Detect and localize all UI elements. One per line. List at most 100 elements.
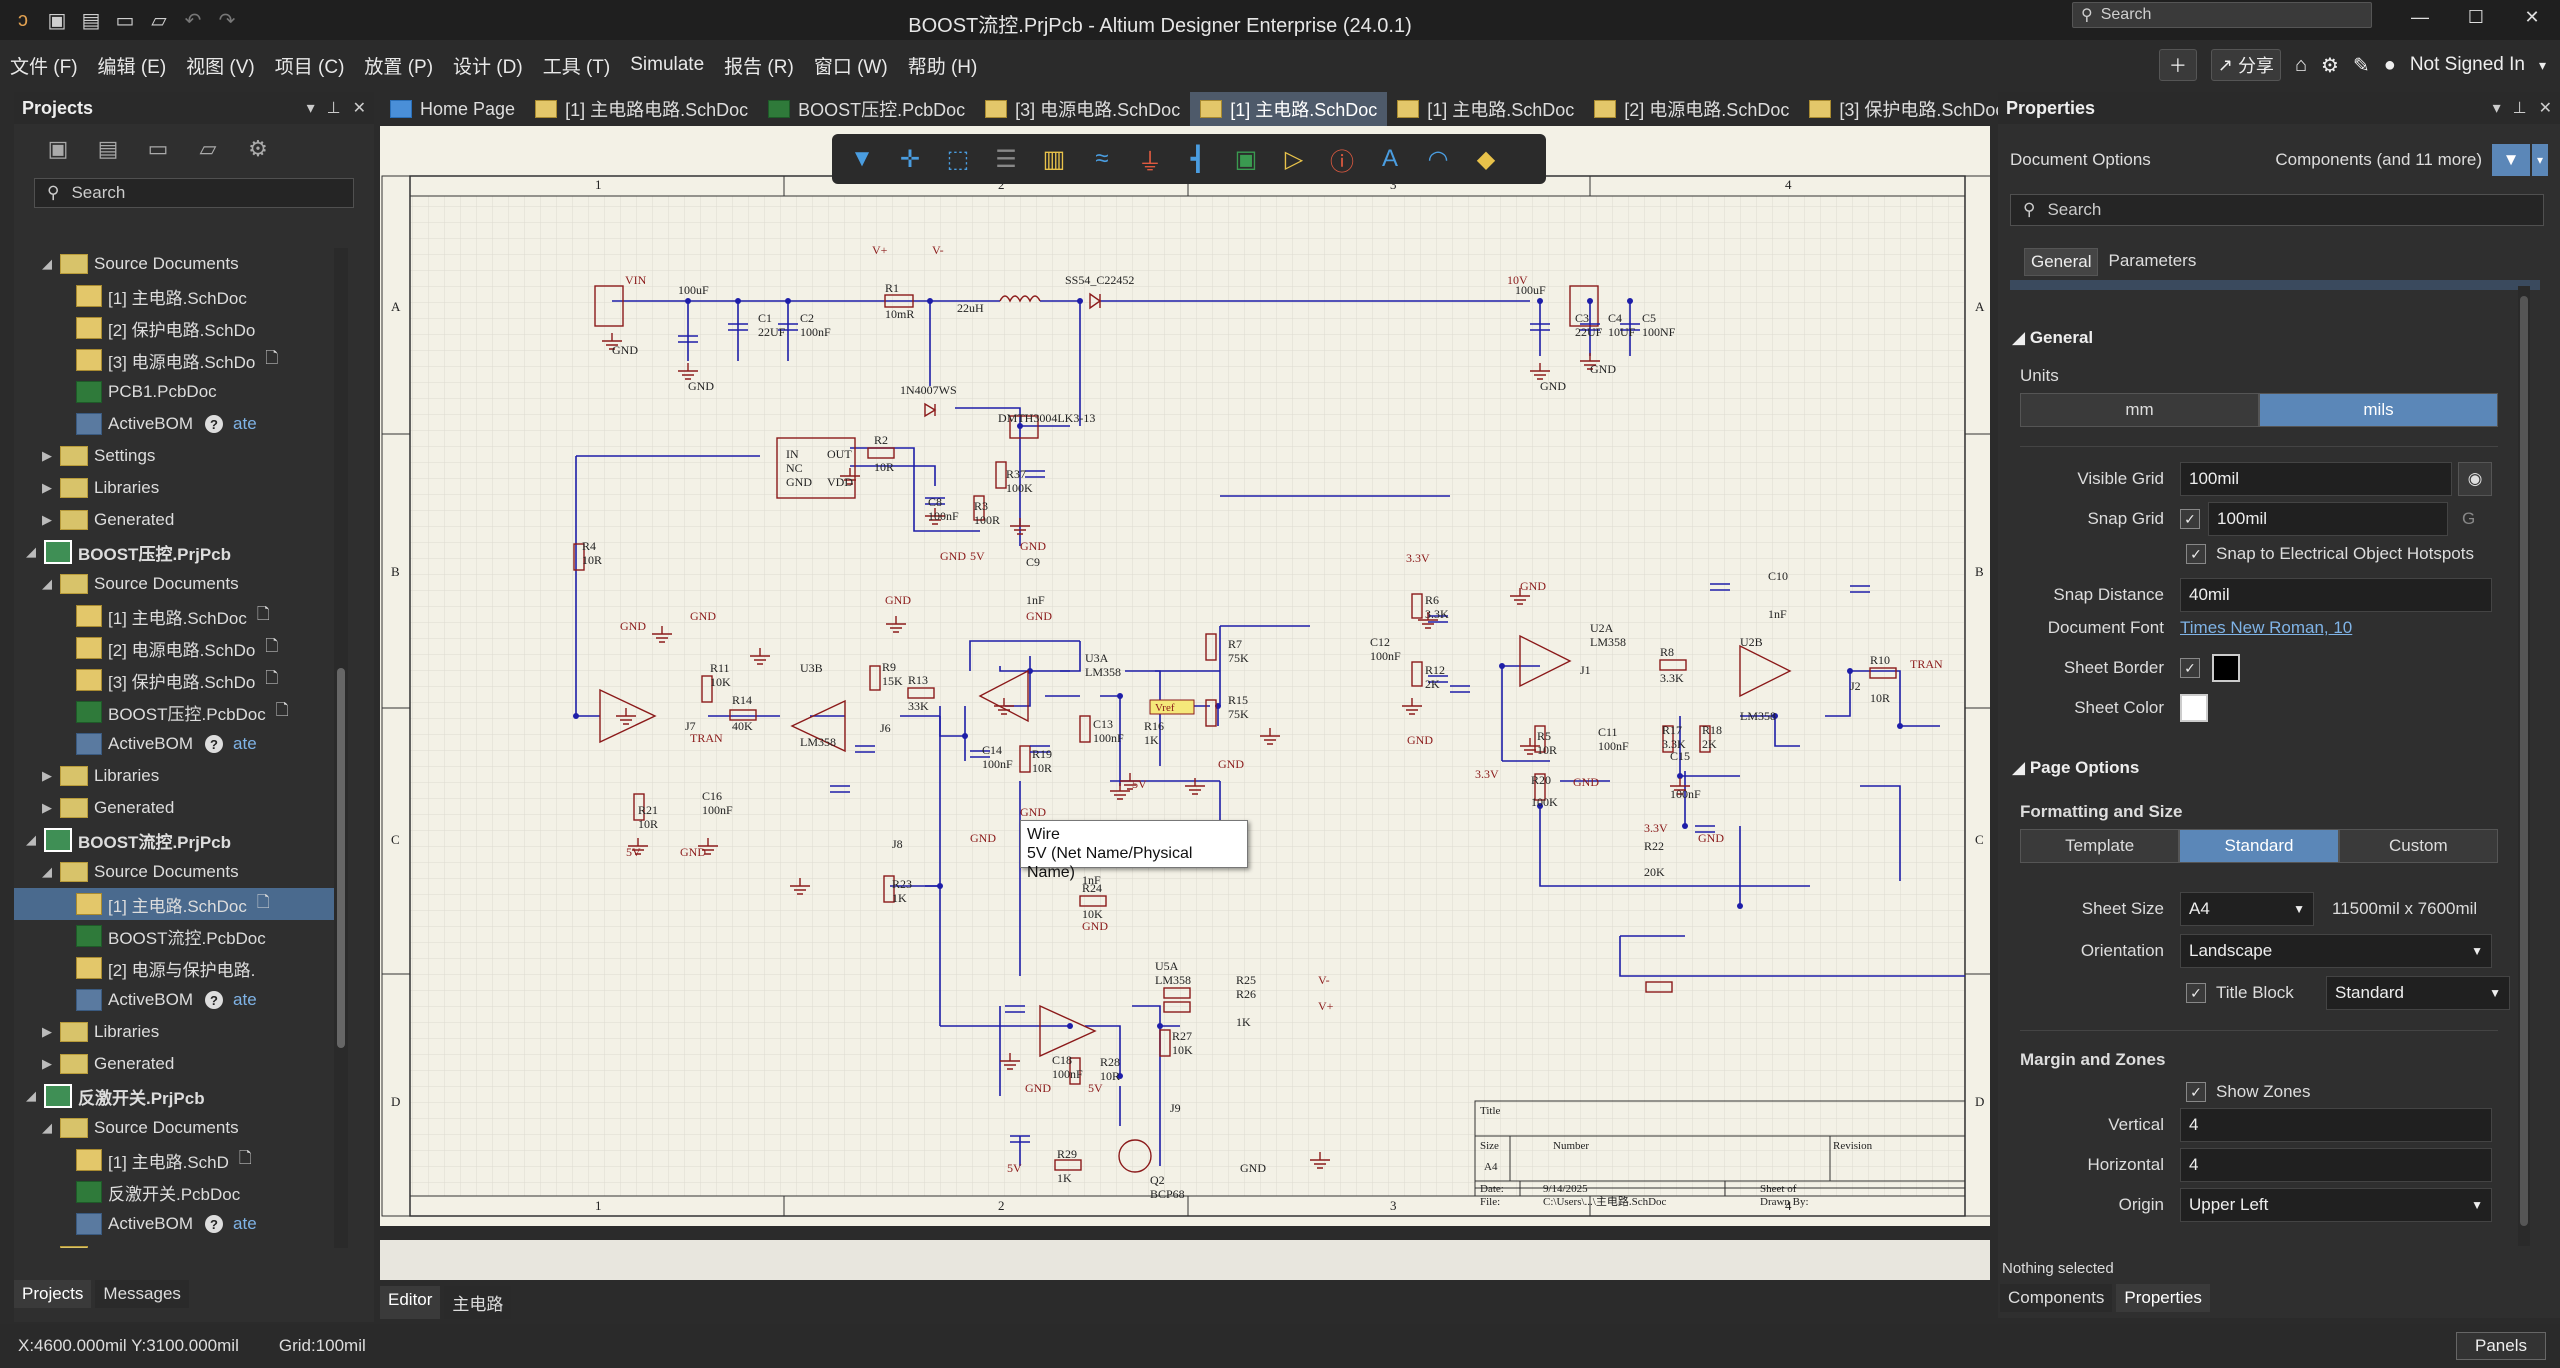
- schematic-label-r14v[interactable]: 40K: [732, 719, 753, 733]
- schematic-label-r22[interactable]: R22: [1644, 839, 1664, 853]
- document-tab[interactable]: [1] 主电路.SchDoc: [1387, 92, 1584, 126]
- schematic-label-lm358[interactable]: LM358: [1740, 709, 1776, 723]
- schematic-label-vin[interactable]: VIN: [625, 273, 647, 287]
- schematic-label-r7[interactable]: R7: [1228, 637, 1242, 651]
- document-tab[interactable]: Home Page: [380, 92, 525, 126]
- menu-item[interactable]: Simulate: [630, 54, 705, 75]
- user-dropdown-icon[interactable]: ▾: [2538, 56, 2546, 73]
- schematic-label-r23[interactable]: R23: [892, 877, 912, 891]
- panel-close-icon[interactable]: ✕: [2538, 100, 2552, 117]
- filter-button[interactable]: ▼: [2492, 144, 2530, 176]
- tree-item[interactable]: ▶Libraries: [14, 760, 334, 792]
- tree-item[interactable]: ▶Libraries: [14, 1016, 334, 1048]
- schematic-label-r28v[interactable]: 10R: [1100, 1069, 1120, 1083]
- home-icon[interactable]: ⌂: [2294, 53, 2308, 76]
- tree-item[interactable]: ◢Source Documents: [14, 856, 334, 888]
- menu-item[interactable]: 编辑 (E): [97, 56, 167, 78]
- schematic-label-r10[interactable]: R10: [1870, 653, 1890, 667]
- menu-item[interactable]: 设计 (D): [453, 56, 523, 78]
- capacitor-symbol[interactable]: [1005, 1005, 1025, 1013]
- capacitor-symbol[interactable]: [1695, 825, 1715, 833]
- ground-symbol[interactable]: [698, 838, 718, 855]
- panel-menu-icon[interactable]: ▾: [2492, 100, 2501, 117]
- undo-icon[interactable]: ↶: [184, 9, 202, 32]
- schematic-label-drv_out[interactable]: OUT: [827, 447, 852, 461]
- schematic-label-r11v[interactable]: 10K: [710, 675, 731, 689]
- filter-dropdown-icon[interactable]: ▾: [2532, 144, 2548, 176]
- schematic-label-r37[interactable]: R37: [1006, 467, 1026, 481]
- collapse-icon[interactable]: ◢: [2012, 758, 2026, 777]
- ground-symbol[interactable]: [994, 698, 1014, 715]
- save-project-icon[interactable]: ▣: [47, 136, 69, 161]
- title-block-checkbox[interactable]: ✓: [2186, 983, 2206, 1003]
- share-button[interactable]: ↗ 分享: [2210, 49, 2281, 81]
- schematic-label-v5[interactable]: 5V: [970, 549, 985, 563]
- ground-symbol[interactable]: [886, 616, 906, 633]
- help-icon[interactable]: ?: [205, 415, 224, 433]
- formatting-toggle[interactable]: Template Standard Custom: [2020, 829, 2498, 863]
- vref-netlabel[interactable]: Vref: [1155, 702, 1175, 714]
- tree-item[interactable]: [1] 主电路.SchD🗋: [14, 1144, 334, 1176]
- schematic-label-gnd[interactable]: GND: [1573, 775, 1599, 789]
- document-font-link[interactable]: Times New Roman, 10: [2180, 618, 2353, 637]
- save-icon[interactable]: ▣: [47, 9, 67, 32]
- ground-symbol[interactable]: [1310, 1152, 1330, 1169]
- capacitor-symbol[interactable]: [778, 323, 798, 331]
- schematic-label-r17v[interactable]: 3.3K: [1662, 737, 1686, 751]
- capacitor-symbol[interactable]: [1428, 615, 1448, 623]
- filter-summary[interactable]: Components (and 11 more): [2275, 150, 2482, 169]
- schematic-label-r9[interactable]: R9: [882, 660, 896, 674]
- schematic-label-r1v[interactable]: 10mR: [885, 307, 914, 321]
- schematic-label-c1[interactable]: C1: [758, 311, 772, 325]
- tab-parameters[interactable]: Parameters: [2108, 251, 2197, 270]
- capacitor-symbol[interactable]: [1030, 745, 1050, 753]
- tree-scrollbar[interactable]: [334, 248, 348, 1248]
- panel-close-icon[interactable]: ✕: [352, 100, 366, 117]
- schematic-label-r22v[interactable]: 20K: [1644, 865, 1665, 879]
- capacitor-symbol[interactable]: [855, 745, 875, 753]
- schematic-label-mos[interactable]: DMTH3004LK3-13: [998, 411, 1095, 425]
- capacitor-symbol[interactable]: [970, 750, 990, 758]
- capacitor-symbol[interactable]: [925, 497, 945, 505]
- ground-symbol[interactable]: [840, 468, 860, 485]
- tab-projects[interactable]: Projects: [14, 1280, 92, 1308]
- sheet-border-checkbox[interactable]: ✓: [2180, 658, 2200, 678]
- schematic-label-gnd[interactable]: GND: [940, 549, 966, 563]
- snap-hotspots-checkbox[interactable]: ✓: [2186, 544, 2206, 564]
- ground-symbol[interactable]: [1120, 773, 1140, 790]
- capacitor-symbol[interactable]: [1450, 685, 1470, 693]
- expand-right-icon[interactable]: ▶: [42, 480, 52, 495]
- schematic-label-c10v[interactable]: 1nF: [1768, 607, 1787, 621]
- schematic-label-c12[interactable]: C12: [1370, 635, 1390, 649]
- ground-symbol[interactable]: [652, 626, 672, 643]
- directive-icon[interactable]: ⓘ: [1330, 148, 1354, 176]
- schematic-label-r20[interactable]: R20: [1531, 773, 1551, 787]
- ground-symbol[interactable]: [925, 508, 945, 525]
- ground-symbol[interactable]: [1110, 783, 1130, 800]
- ground-symbol[interactable]: [1530, 363, 1550, 380]
- ground-symbol[interactable]: [1510, 588, 1530, 605]
- tree-item[interactable]: ActiveBOM?ate: [14, 1208, 334, 1240]
- schematic-label-c9v[interactable]: 1nF: [1026, 593, 1045, 607]
- schematic-label-v5[interactable]: 5V: [1088, 1081, 1103, 1095]
- schematic-label-r29[interactable]: R29: [1057, 1147, 1077, 1161]
- schematic-label-c13[interactable]: C13: [1093, 717, 1113, 731]
- document-tab[interactable]: BOOST压控.PcbDoc: [758, 92, 975, 126]
- activate-link[interactable]: ate: [233, 734, 257, 753]
- visible-grid-input[interactable]: 100mil: [2180, 462, 2452, 496]
- schematic-label-r13v[interactable]: 33K: [908, 699, 929, 713]
- schematic-label-r21[interactable]: R21: [638, 803, 658, 817]
- bus-icon[interactable]: ┫: [1190, 145, 1206, 173]
- expand-right-icon[interactable]: ▶: [42, 1024, 52, 1039]
- pin-icon[interactable]: ⊥: [326, 100, 341, 117]
- schematic-label-v5[interactable]: 5V: [626, 845, 641, 859]
- schematic-label-c7v[interactable]: 100uF: [1515, 283, 1546, 297]
- tree-item[interactable]: ◢Source Documents: [14, 568, 334, 600]
- port-icon[interactable]: ▷: [1284, 145, 1304, 173]
- schematic-label-gnd[interactable]: GND: [1082, 919, 1108, 933]
- tab-main-circuit[interactable]: 主电路: [444, 1286, 512, 1319]
- schematic-label-c10[interactable]: C10: [1768, 569, 1788, 583]
- ground-symbol[interactable]: [1670, 778, 1690, 795]
- capacitor-symbol[interactable]: [1530, 323, 1550, 331]
- units-mm[interactable]: mm: [2020, 393, 2259, 427]
